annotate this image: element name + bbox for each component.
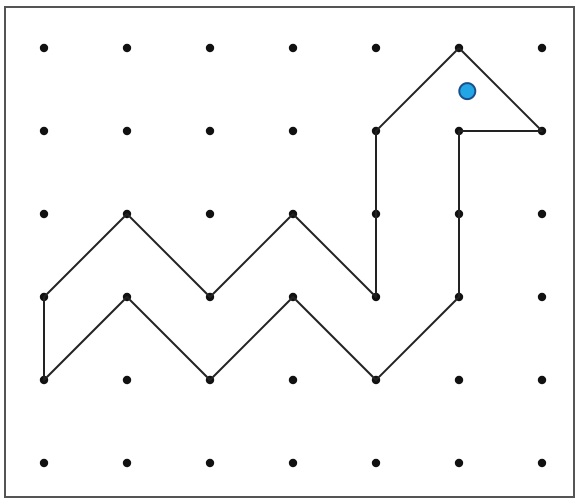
grid-dot (123, 127, 131, 135)
grid-dot (538, 376, 546, 384)
grid-dot (123, 44, 131, 52)
grid-dot (206, 210, 214, 218)
grid-dot (289, 127, 297, 135)
grid-dot (455, 459, 463, 467)
grid-dot (206, 127, 214, 135)
grid-dot (206, 459, 214, 467)
grid-dot (538, 459, 546, 467)
snake-eye (459, 83, 475, 99)
grid-dot (40, 210, 48, 218)
grid-dot (538, 293, 546, 301)
grid-dot (372, 459, 380, 467)
grid-dot (372, 44, 380, 52)
grid-dot (123, 459, 131, 467)
grid-dot (455, 376, 463, 384)
grid-dot (206, 44, 214, 52)
grid-dot (40, 127, 48, 135)
grid-dot (538, 44, 546, 52)
grid-dot (40, 459, 48, 467)
grid-dot (538, 210, 546, 218)
grid-dot (289, 376, 297, 384)
grid-dot (123, 376, 131, 384)
grid-dot (289, 44, 297, 52)
grid-dot (40, 44, 48, 52)
grid-dot (289, 459, 297, 467)
